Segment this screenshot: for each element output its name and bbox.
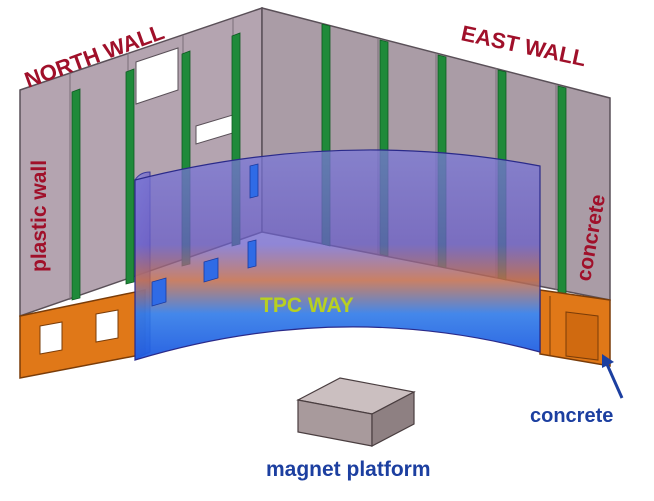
- tpc-way-front: [134, 149, 541, 361]
- magnet-platform-label: magnet platform: [266, 458, 431, 481]
- north-concrete-window-1: [39, 321, 63, 355]
- magnet-platform-shape: [296, 377, 416, 447]
- tpc-way-label: TPC WAY: [260, 294, 354, 317]
- concrete-callout-label: concrete: [530, 405, 613, 427]
- north-window-1: [135, 47, 179, 105]
- north-concrete-window-2: [95, 309, 119, 343]
- tpc-inner-windows: [151, 163, 259, 307]
- plastic-wall-label: plastic wall: [28, 160, 51, 272]
- concrete-callout-arrow: [602, 354, 624, 399]
- east-concrete-door: [565, 311, 599, 361]
